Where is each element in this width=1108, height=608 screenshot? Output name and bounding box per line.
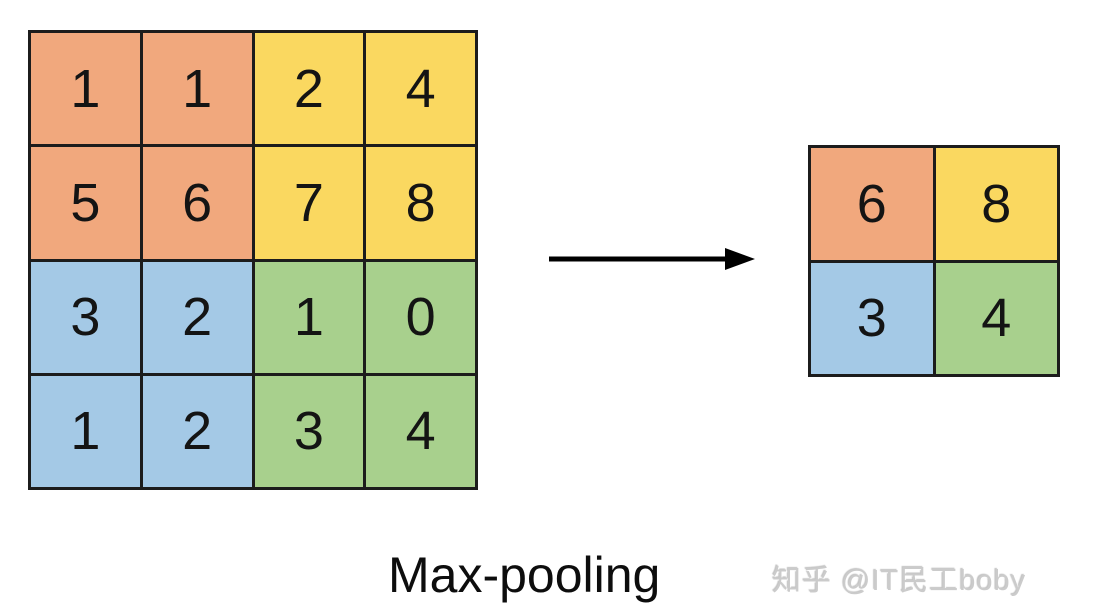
input-grid-cell-r1c1: 6 <box>142 147 252 259</box>
input-grid-cell-r3c3: 4 <box>366 375 475 487</box>
caption-max-pooling: Max-pooling <box>388 547 661 603</box>
right-arrow-icon <box>549 248 755 270</box>
output-grid-cell-r1c0: 3 <box>811 262 933 374</box>
input-grid-cell-r3c0: 1 <box>31 375 140 487</box>
input-grid-cell-r3c1: 2 <box>142 375 252 487</box>
input-grid-cell-r1c0: 5 <box>31 147 140 259</box>
output-grid-cell-r0c1: 8 <box>935 148 1057 260</box>
input-grid-cell-r2c0: 3 <box>31 261 140 373</box>
input-grid-cell-r2c2: 1 <box>254 261 364 373</box>
input-grid-cell-r0c2: 2 <box>254 33 364 145</box>
input-grid-cell-r3c2: 3 <box>254 375 364 487</box>
input-grid-cell-r0c0: 1 <box>31 33 140 145</box>
watermark-zhihu: 知乎 @IT民工boby <box>772 565 1027 597</box>
input-grid-cell-r2c1: 2 <box>142 261 252 373</box>
input-grid-cell-r0c1: 1 <box>142 33 252 145</box>
input-grid-cell-r2c3: 0 <box>366 261 475 373</box>
input-grid-cell-r1c2: 7 <box>254 147 364 259</box>
output-grid-cell-r1c1: 4 <box>935 262 1057 374</box>
input-grid-cell-r0c3: 4 <box>366 33 475 145</box>
output-grid-cell-r0c0: 6 <box>811 148 933 260</box>
input-grid-cell-r1c3: 8 <box>366 147 475 259</box>
